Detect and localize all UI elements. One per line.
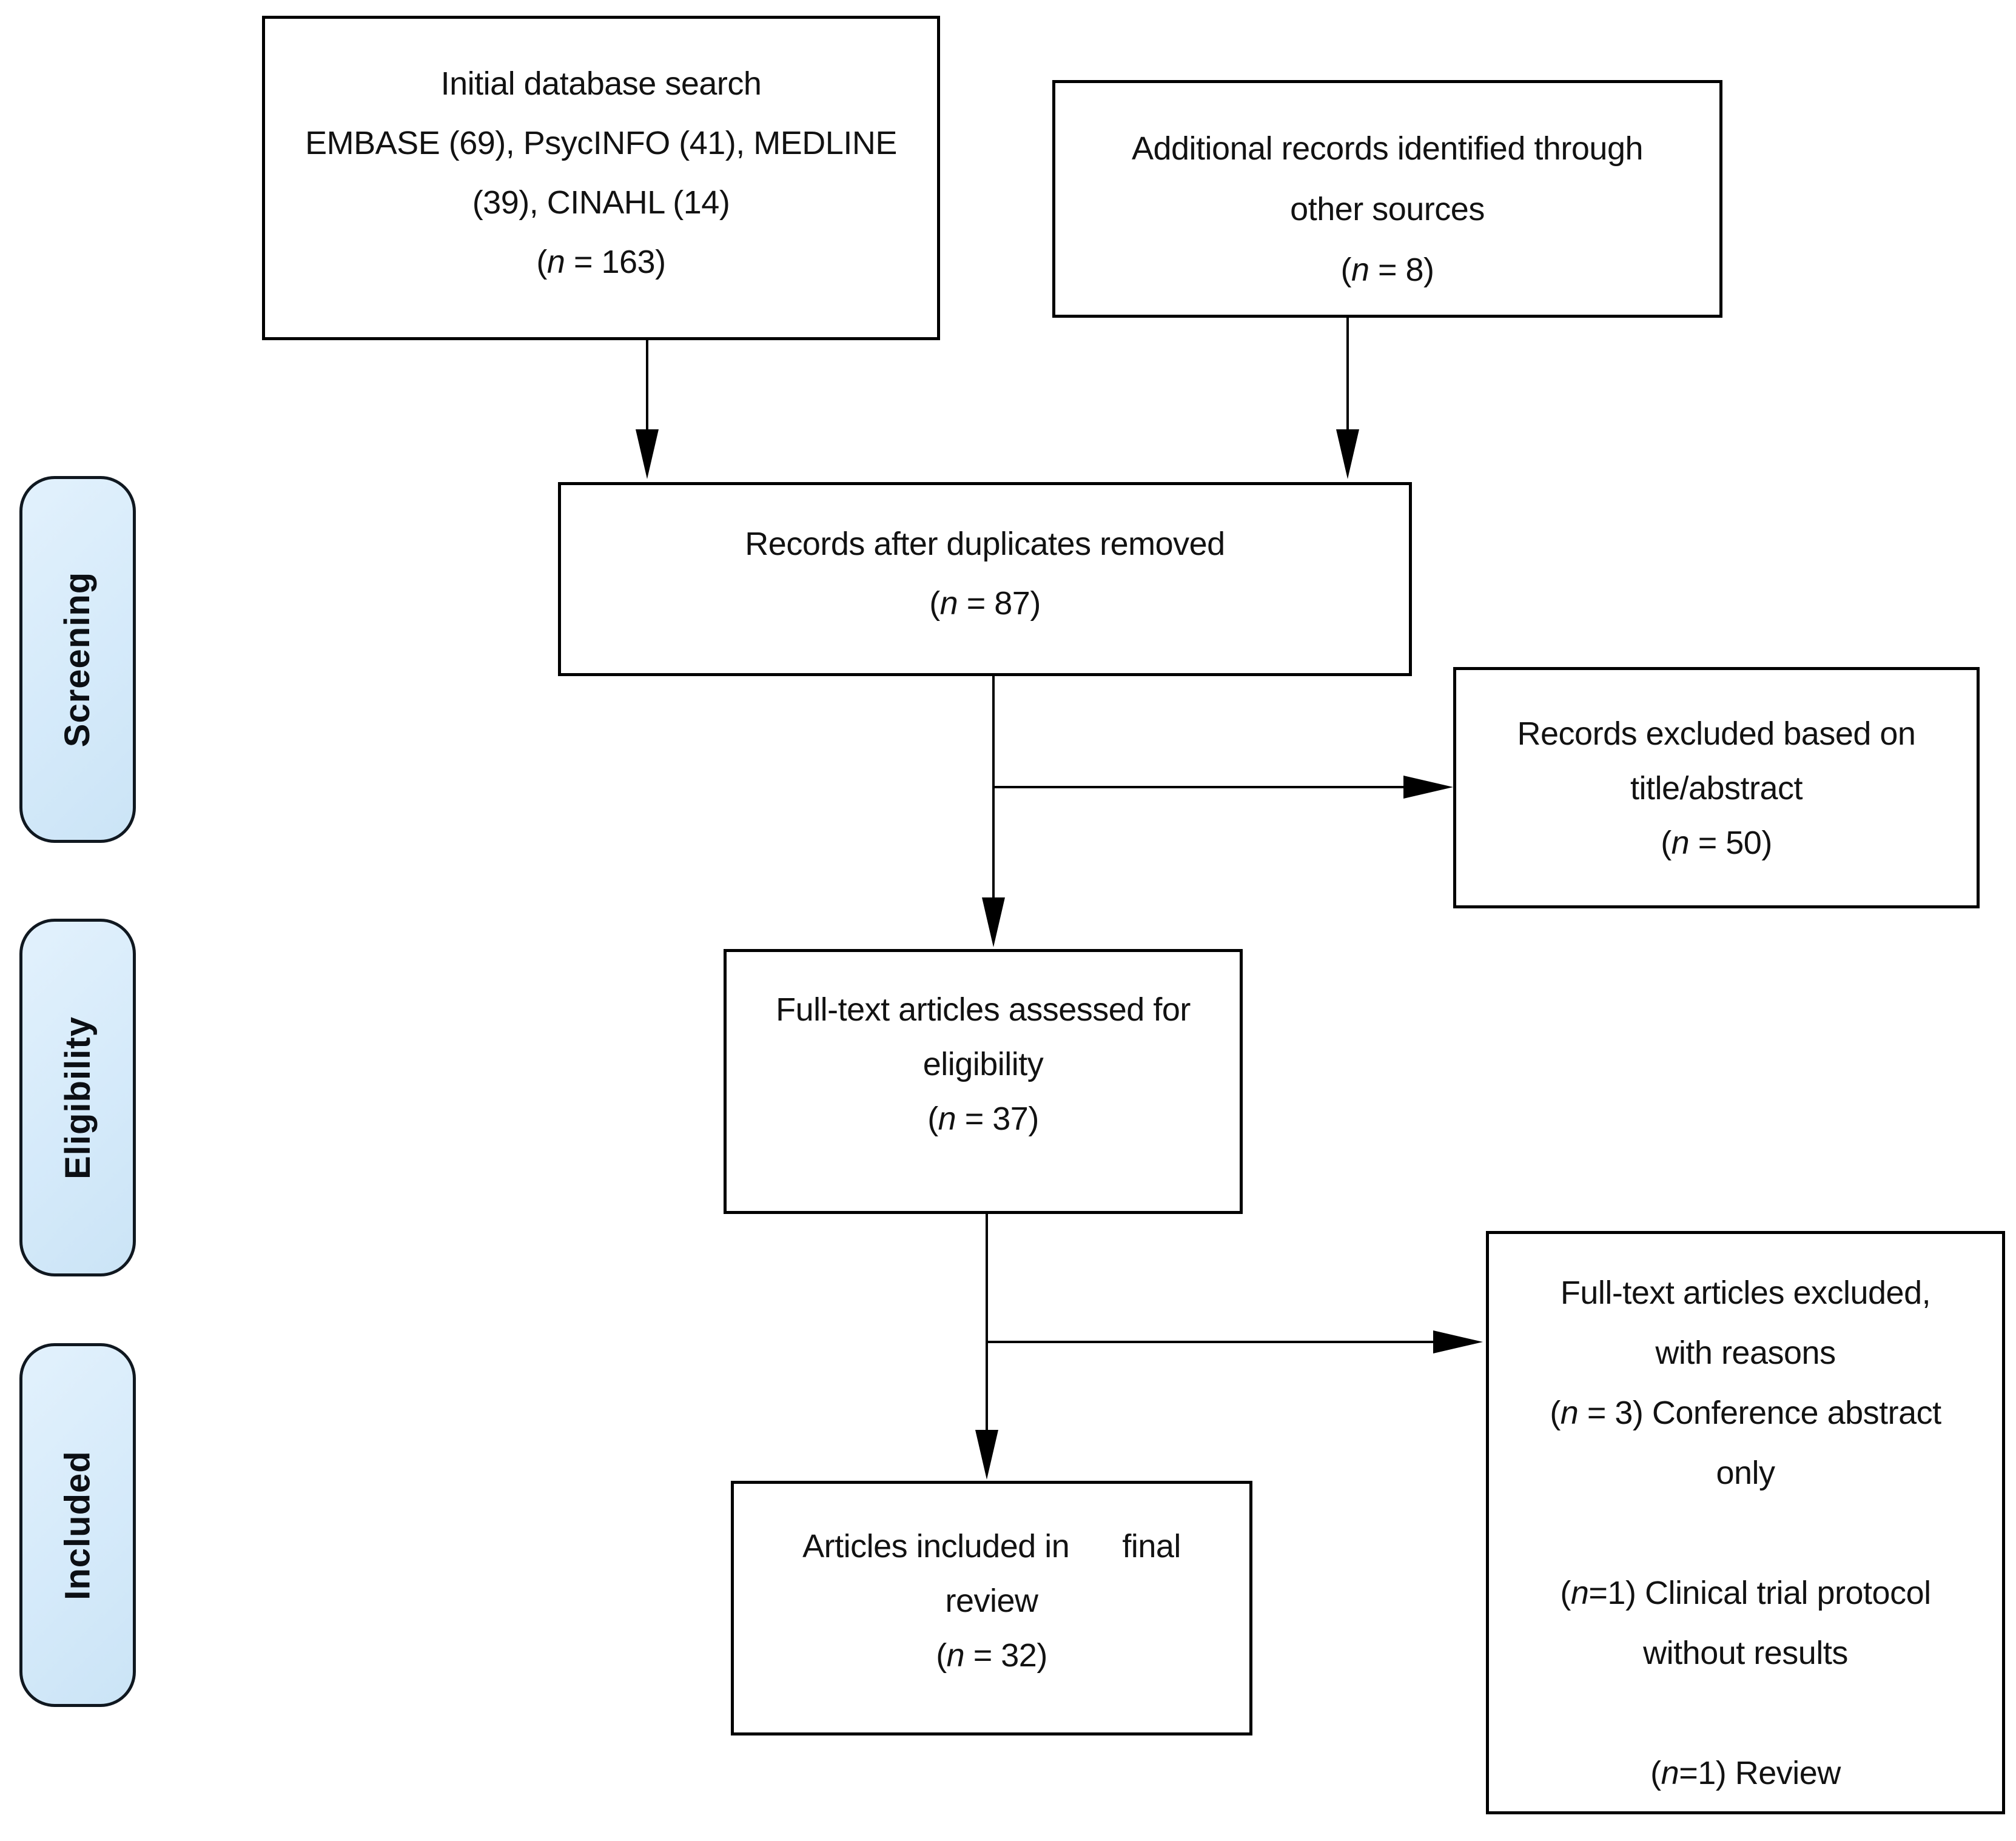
box-text-line: (n=1) Clinical trial protocol	[1560, 1575, 1931, 1611]
stage-label-eligibility: Eligibility	[19, 919, 136, 1276]
stage-label-screening-text: Screening	[58, 571, 98, 748]
box-fulltext-assessed: Full-text articles assessed for eligibili…	[724, 949, 1243, 1214]
box-articles-included: Articles included in final review (n = 32)	[731, 1481, 1252, 1735]
box-text-line: (n=1) Review	[1650, 1755, 1841, 1791]
arrow-duplicates-to-fulltext-head-icon	[982, 897, 1005, 947]
box-text-line: Records excluded based on	[1517, 716, 1916, 752]
box-text-line: (n = 3) Conference abstract	[1550, 1395, 1941, 1431]
stage-label-screening: Screening	[19, 476, 136, 843]
box-text-line: with reasons	[1655, 1335, 1836, 1371]
box-text-line: title/abstract	[1630, 770, 1803, 806]
box-text-line: Articles included in final	[802, 1528, 1181, 1564]
arrow-additional-to-duplicates-head-icon	[1336, 429, 1359, 479]
arrow-fulltext-to-included-head-icon	[975, 1430, 998, 1480]
box-text-line: (n = 37)	[927, 1101, 1039, 1137]
box-text-line: (n = 87)	[929, 585, 1041, 622]
box-text-line	[1489, 1503, 2002, 1563]
box-records-excluded: Records excluded based on title/abstract (…	[1453, 667, 1980, 908]
box-text-line: (n = 8)	[1340, 252, 1434, 288]
arrow-additional-to-duplicates-line	[1346, 318, 1349, 431]
box-text-line: other sources	[1290, 191, 1485, 227]
box-text-line: Full-text articles assessed for	[776, 991, 1191, 1028]
arrow-initial-to-duplicates-head-icon	[636, 429, 659, 479]
box-text-line: review	[945, 1583, 1038, 1619]
box-text-line: (n = 50)	[1661, 825, 1772, 861]
arrow-to-records-excluded-line	[993, 786, 1405, 788]
arrow-fulltext-to-included-line	[986, 1214, 988, 1432]
box-text-line: EMBASE (69), PsycINFO (41), MEDLINE	[305, 125, 897, 161]
box-text-line: (n = 163)	[536, 244, 666, 280]
arrow-to-fulltext-excluded-head-icon	[1433, 1330, 1483, 1353]
box-text-line: eligibility	[922, 1046, 1044, 1082]
box-text-line: Initial database search	[440, 65, 762, 102]
box-records-after-duplicates: Records after duplicates removed (n = 87)	[558, 482, 1412, 676]
arrow-initial-to-duplicates-line	[646, 340, 648, 431]
box-text-line: without results	[1643, 1635, 1848, 1671]
box-text-line: only	[1716, 1455, 1775, 1491]
box-additional-records: Additional records identified through oth…	[1052, 80, 1722, 318]
box-text-line: Full-text articles excluded,	[1560, 1275, 1931, 1311]
stage-label-included-text: Included	[58, 1450, 98, 1600]
box-text-line: Additional records identified through	[1131, 130, 1644, 167]
box-text-line	[1489, 1683, 2002, 1743]
arrow-to-fulltext-excluded-line	[987, 1341, 1434, 1343]
arrow-to-records-excluded-head-icon	[1403, 776, 1453, 799]
box-text-line: Records after duplicates removed	[745, 526, 1225, 562]
arrow-duplicates-to-fulltext-line	[992, 676, 995, 900]
stage-label-included: Included	[19, 1343, 136, 1707]
box-text-line: (n = 32)	[936, 1637, 1047, 1674]
box-fulltext-excluded: Full-text articles excluded, with reasons…	[1486, 1231, 2005, 1814]
stage-label-eligibility-text: Eligibility	[58, 1016, 98, 1179]
box-text-line: (39), CINAHL (14)	[472, 184, 730, 221]
